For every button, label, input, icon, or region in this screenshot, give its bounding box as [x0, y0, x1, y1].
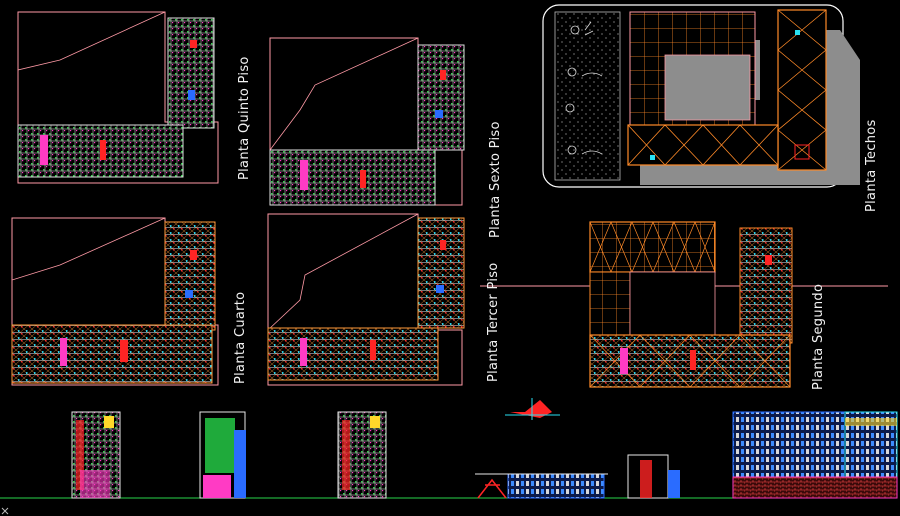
plan-cuarto[interactable]	[11, 217, 219, 386]
plan-tercer-piso[interactable]	[267, 213, 465, 386]
plan-techos[interactable]	[542, 4, 860, 188]
ucs-icon	[1, 507, 9, 515]
label-planta-cuarto: Planta Cuarto	[233, 291, 248, 384]
plan-quinto-piso[interactable]	[17, 11, 219, 184]
label-planta-techos: Planta Techos	[864, 119, 879, 212]
plan-segundo[interactable]	[589, 221, 793, 388]
label-planta-sexto-piso: Planta Sexto Piso	[488, 121, 503, 238]
label-planta-tercer-piso: Planta Tercer Piso	[486, 262, 501, 382]
plan-sexto-piso[interactable]	[269, 37, 465, 206]
label-planta-segundo: Planta Segundo	[811, 283, 826, 390]
label-planta-quinto-piso: Planta Quinto Piso	[237, 56, 252, 180]
elevation-strip[interactable]	[0, 398, 898, 499]
